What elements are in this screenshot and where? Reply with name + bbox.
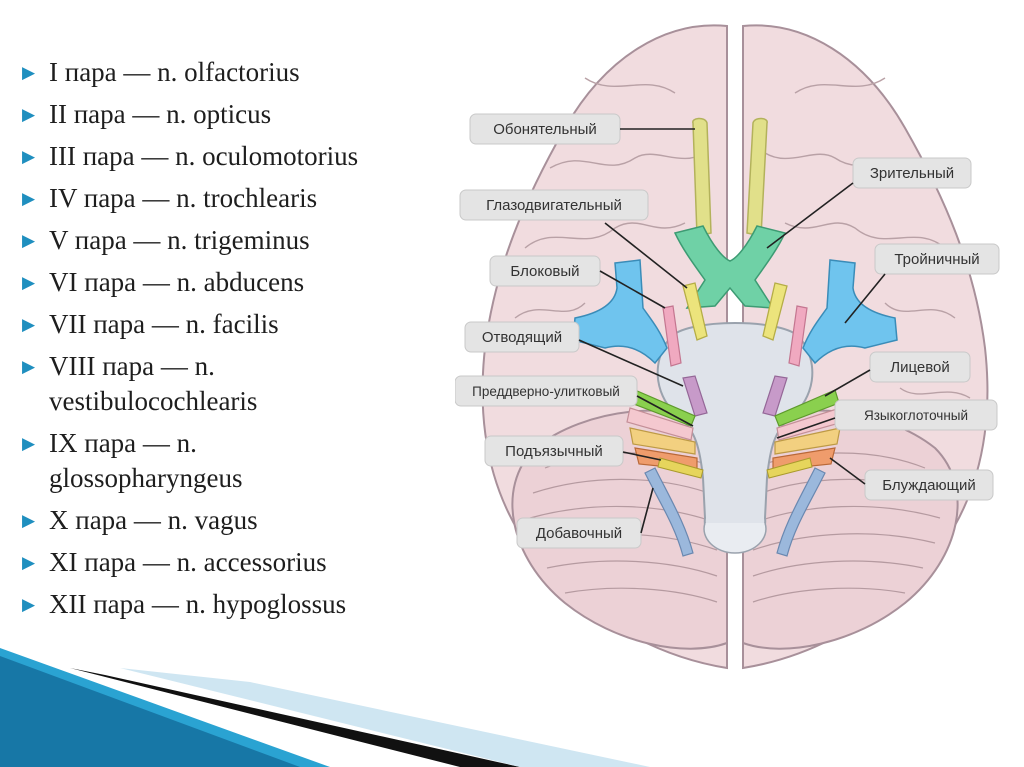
svg-text:Лицевой: Лицевой [890, 359, 950, 376]
label-optic: Зрительный [766, 157, 972, 249]
label-trochlear: Блоковый [489, 255, 666, 309]
hypoglossal-nerve-left [657, 457, 704, 479]
label-olfactory: Обонятельный [469, 113, 695, 145]
bullet-arrow-icon: ▶ [22, 511, 36, 530]
svg-text:Глазодвигательный: Глазодвигательный [486, 197, 622, 214]
optic-chiasm [673, 225, 787, 309]
nerve-list-item: ▶ VI пара — n. abducens [22, 265, 452, 300]
oculomotor-nerve-right [762, 282, 788, 341]
nerve-list-item: ▶ I пара — n. olfactorius [22, 55, 452, 90]
bullet-arrow-icon: ▶ [22, 315, 36, 334]
label-accessory: Добавочный [516, 487, 654, 549]
bullet-arrow-icon: ▶ [22, 273, 36, 292]
nerve-list-item: ▶ VIII пара — n. vestibulocochlearis [22, 349, 452, 419]
nerve-list-item: ▶ III пара — n. oculomotorius [22, 139, 452, 174]
nerve-text-line: VI пара — n. abducens [49, 267, 305, 297]
label-vestibulocochlear: Преддверно-улитковый [455, 375, 694, 427]
svg-text:Блоковый: Блоковый [510, 263, 579, 280]
glossopharyngeal-nerve-right [774, 427, 841, 455]
label-vagus: Блуждающий [829, 457, 994, 501]
bullet-arrow-icon: ▶ [22, 189, 36, 208]
medulla-bulge [703, 522, 767, 554]
nerve-list-item: ▶ XII пара — n. hypoglossus [22, 587, 452, 622]
svg-text:Подъязычный: Подъязычный [505, 443, 603, 460]
stripe-pale [120, 668, 650, 767]
trochlear-nerve-left [662, 305, 682, 367]
oculomotor-nerve-left [682, 282, 708, 341]
bullet-arrow-icon: ▶ [22, 595, 36, 614]
nerve-text-line: II пара — n. opticus [49, 99, 272, 129]
brain-base-diagram: Обонятельный Зрительный Глазодвигательны… [455, 24, 1000, 670]
abducens-nerve-left [682, 375, 708, 417]
nerve-text-line: IV пара — n. trochlearis [49, 183, 318, 213]
trochlear-nerve-right [788, 305, 808, 367]
nerve-text-line: VII пара — n. facilis [49, 309, 279, 339]
nerve-list-item: ▶ V пара — n. trigeminus [22, 223, 452, 258]
svg-text:Обонятельный: Обонятельный [493, 121, 597, 138]
stripe-black [70, 668, 520, 767]
bullet-arrow-icon: ▶ [22, 357, 36, 376]
nerve-text-line: vestibulocochlearis [49, 386, 258, 416]
label-glossopharyngeal: Языкоглоточный [776, 399, 998, 439]
svg-text:Преддверно-улитковый: Преддверно-улитковый [472, 384, 620, 399]
nerve-text-line: V пара — n. trigeminus [49, 225, 310, 255]
nerve-text-line: VIII пара — n. [49, 351, 215, 381]
accessory-nerve-right [776, 467, 826, 557]
trigeminal-nerve-right [802, 259, 898, 365]
glossopharyngeal-nerve-left [629, 427, 696, 455]
nerve-list-item: ▶ X пара — n. vagus [22, 503, 452, 538]
label-facial: Лицевой [824, 351, 971, 397]
label-abducens: Отводящий [464, 321, 684, 387]
nerve-text-line: IX пара — n. [49, 428, 197, 458]
nerve-text-line: XI пара — n. accessorius [49, 547, 327, 577]
olfactory-nerve-left [692, 117, 712, 237]
label-oculomotor: Глазодвигательный [459, 189, 688, 289]
label-trigeminal: Тройничный [844, 243, 1000, 324]
nerve-text-line: I пара — n. olfactorius [49, 57, 300, 87]
bullet-arrow-icon: ▶ [22, 553, 36, 572]
bullet-arrow-icon: ▶ [22, 231, 36, 250]
svg-text:Блуждающий: Блуждающий [882, 477, 976, 494]
vestibulocochlear-nerve-left [626, 407, 694, 441]
nerve-text-line: X пара — n. vagus [49, 505, 258, 535]
svg-text:Отводящий: Отводящий [482, 329, 562, 346]
bullet-arrow-icon: ▶ [22, 434, 36, 453]
stripe-blue-dark [0, 656, 300, 767]
hypoglossal-nerve-right [766, 457, 813, 479]
nerve-list-item: ▶ VII пара — n. facilis [22, 307, 452, 342]
svg-text:Добавочный: Добавочный [536, 525, 622, 542]
nerve-list-item: ▶ XI пара — n. accessorius [22, 545, 452, 580]
facial-nerve-right [774, 389, 840, 427]
nerve-text-line: XII пара — n. hypoglossus [49, 589, 347, 619]
gyri [499, 77, 971, 399]
abducens-nerve-right [762, 375, 788, 417]
bullet-arrow-icon: ▶ [22, 147, 36, 166]
svg-text:Зрительный: Зрительный [870, 165, 954, 182]
svg-text:Тройничный: Тройничный [894, 251, 979, 268]
nerve-text-line: III пара — n. oculomotorius [49, 141, 359, 171]
nerve-list-item: ▶ IX пара — n. glossopharyngeus [22, 426, 452, 496]
cranial-nerve-list: ▶ I пара — n. olfactorius ▶ II пара — n. op… [22, 55, 452, 629]
bullet-arrow-icon: ▶ [22, 105, 36, 124]
bullet-arrow-icon: ▶ [22, 63, 36, 82]
olfactory-nerve-right [746, 117, 768, 237]
svg-text:Языкоглоточный: Языкоглоточный [864, 408, 968, 423]
accessory-nerve-left [644, 467, 694, 557]
nerve-list-item: ▶ IV пара — n. trochlearis [22, 181, 452, 216]
label-hypoglossal: Подъязычный [484, 435, 662, 467]
nerve-text-line: glossopharyngeus [49, 463, 243, 493]
trigeminal-nerve-left [572, 259, 668, 365]
nerve-list-item: ▶ II пара — n. opticus [22, 97, 452, 132]
